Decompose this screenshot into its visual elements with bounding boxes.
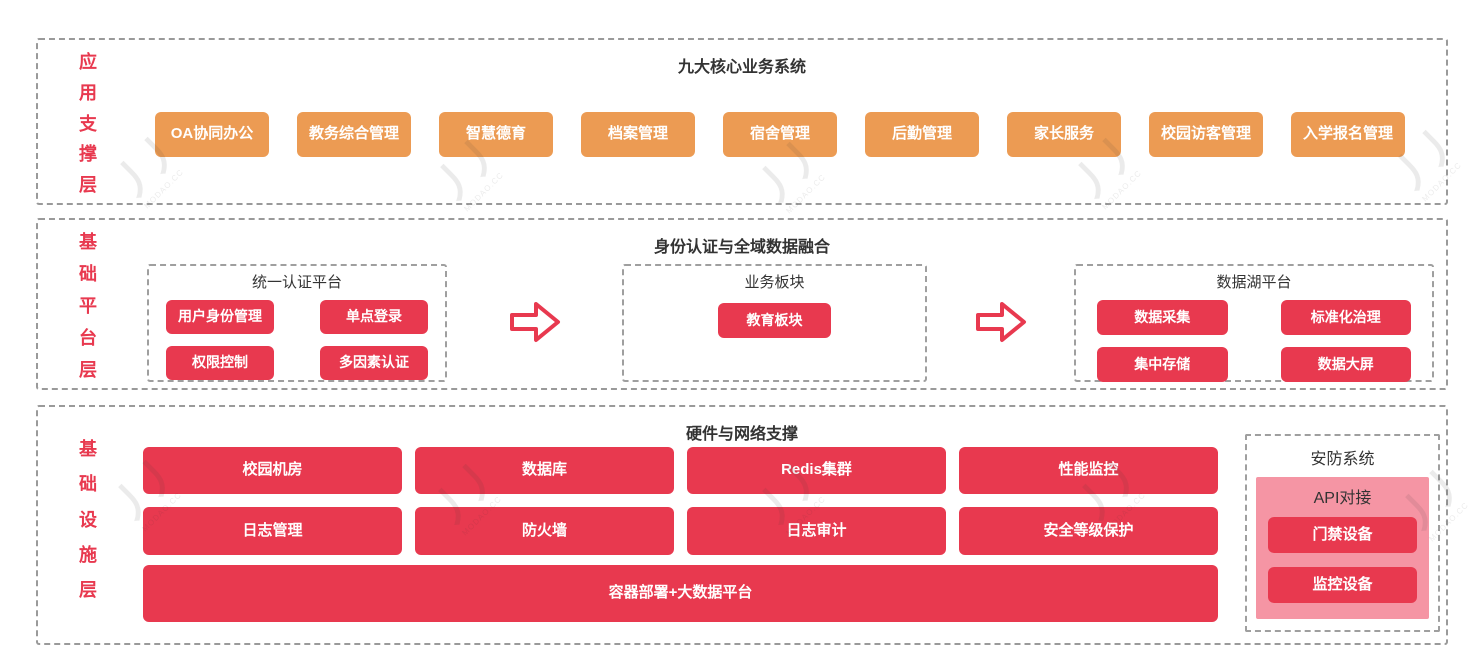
node-academic-affairs[interactable]: 教务综合管理 [297,112,411,157]
layer-app-support-label: 应用支撑层 [79,52,97,195]
layer-base-platform-title: 身份认证与全域数据融合 [653,239,830,256]
layer-infrastructure-title: 硬件与网络支撑 [685,426,798,443]
node-data-collection[interactable]: 数据采集 [1097,300,1228,335]
node-log-mgmt[interactable]: 日志管理 [143,507,402,555]
group-data-lake-title: 数据湖平台 [1216,274,1292,291]
layer-app-support-title: 九大核心业务系统 [677,59,806,76]
layer-app-support: 应用支撑层 九大核心业务系统 OA协同办公 教务综合管理 智慧德育 档案管理 宿… [36,38,1448,205]
node-logistics-mgmt[interactable]: 后勤管理 [865,112,979,157]
layer-infrastructure: 基础设施层 硬件与网络支撑 校园机房 数据库 Redis集群 性能监控 日志管理… [36,405,1448,645]
group-unified-auth: 统一认证平台 用户身份管理 单点登录 权限控制 多因素认证 [147,264,447,382]
group-data-lake-grid: 数据采集 标准化治理 集中存储 数据大屏 [1076,300,1432,382]
api-integration-label: API对接 [1313,490,1372,507]
layer-base-platform: 基础平台层 身份认证与全域数据融合 统一认证平台 用户身份管理 单点登录 权限控… [36,218,1448,390]
node-redis-cluster[interactable]: Redis集群 [687,447,946,494]
node-education-section[interactable]: 教育板块 [718,303,831,338]
node-data-dashboard[interactable]: 数据大屏 [1280,347,1411,382]
node-monitoring-device[interactable]: 监控设备 [1268,567,1417,603]
security-system-title: 安防系统 [1310,451,1375,468]
flow-right-arrow-icon [976,302,1026,342]
node-user-identity-mgmt[interactable]: 用户身份管理 [166,300,274,334]
node-archive-mgmt[interactable]: 档案管理 [581,112,695,157]
node-performance-monitor[interactable]: 性能监控 [959,447,1218,494]
node-parent-service[interactable]: 家长服务 [1007,112,1121,157]
node-smart-moral-edu[interactable]: 智慧德育 [439,112,553,157]
node-enrollment-mgmt[interactable]: 入学报名管理 [1291,112,1405,157]
node-standard-governance[interactable]: 标准化治理 [1280,300,1411,335]
node-oa-office[interactable]: OA协同办公 [155,112,269,157]
node-log-audit[interactable]: 日志审计 [687,507,946,555]
node-central-storage[interactable]: 集中存储 [1097,347,1228,382]
node-campus-visitor-mgmt[interactable]: 校园访客管理 [1149,112,1263,157]
group-unified-auth-grid: 用户身份管理 单点登录 权限控制 多因素认证 [149,300,445,380]
layer-infrastructure-label: 基础设施层 [79,439,97,600]
node-single-sign-on[interactable]: 单点登录 [320,300,428,334]
group-unified-auth-title: 统一认证平台 [251,274,342,291]
security-system-box: 安防系统 API对接 门禁设备 监控设备 [1245,434,1440,632]
infrastructure-grid: 校园机房 数据库 Redis集群 性能监控 日志管理 防火墙 日志审计 安全等级… [143,447,1218,622]
layer-base-platform-label: 基础平台层 [79,232,97,380]
node-container-bigdata-platform[interactable]: 容器部署+大数据平台 [143,565,1218,622]
node-mfa[interactable]: 多因素认证 [320,346,428,380]
app-systems-row: OA协同办公 教务综合管理 智慧德育 档案管理 宿舍管理 后勤管理 家长服务 校… [155,112,1405,157]
group-business-section: 业务板块 教育板块 [622,264,927,382]
node-permission-control[interactable]: 权限控制 [166,346,274,380]
node-database[interactable]: 数据库 [415,447,674,494]
node-security-level-protection[interactable]: 安全等级保护 [959,507,1218,555]
node-firewall[interactable]: 防火墙 [415,507,674,555]
node-dormitory-mgmt[interactable]: 宿舍管理 [723,112,837,157]
node-access-control-device[interactable]: 门禁设备 [1268,517,1417,553]
flow-right-arrow-icon [510,302,560,342]
group-business-section-title: 业务板块 [744,274,805,291]
node-campus-server-room[interactable]: 校园机房 [143,447,402,494]
api-integration-panel: API对接 门禁设备 监控设备 [1256,477,1429,619]
group-data-lake: 数据湖平台 数据采集 标准化治理 集中存储 数据大屏 [1074,264,1434,382]
